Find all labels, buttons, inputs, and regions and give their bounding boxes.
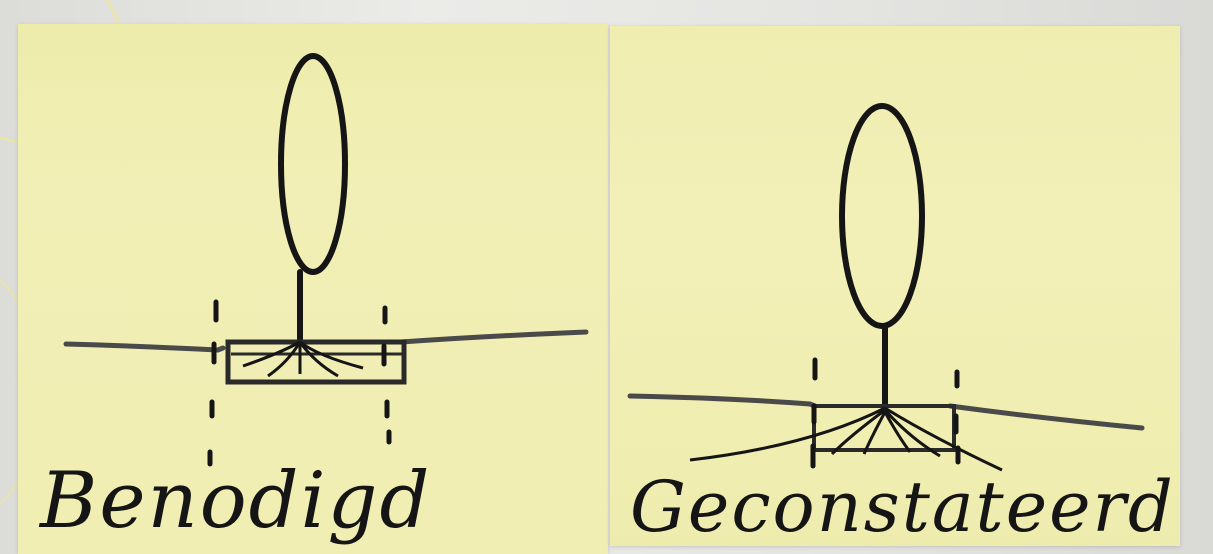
boundary-marker-right [384, 308, 389, 442]
boundary-marker-left [210, 302, 216, 464]
boundary-marker-right [956, 372, 958, 462]
caption-observed: Geconstateerd [630, 466, 1175, 548]
tree-roots [243, 342, 363, 376]
tree-crown [281, 56, 345, 272]
boundary-marker-left [813, 360, 815, 466]
sticky-note-left: Benodigd [18, 24, 608, 554]
caption-required: Benodigd [40, 456, 431, 546]
tree-crown [842, 106, 922, 326]
sticky-note-right: Geconstateerd [610, 26, 1180, 546]
